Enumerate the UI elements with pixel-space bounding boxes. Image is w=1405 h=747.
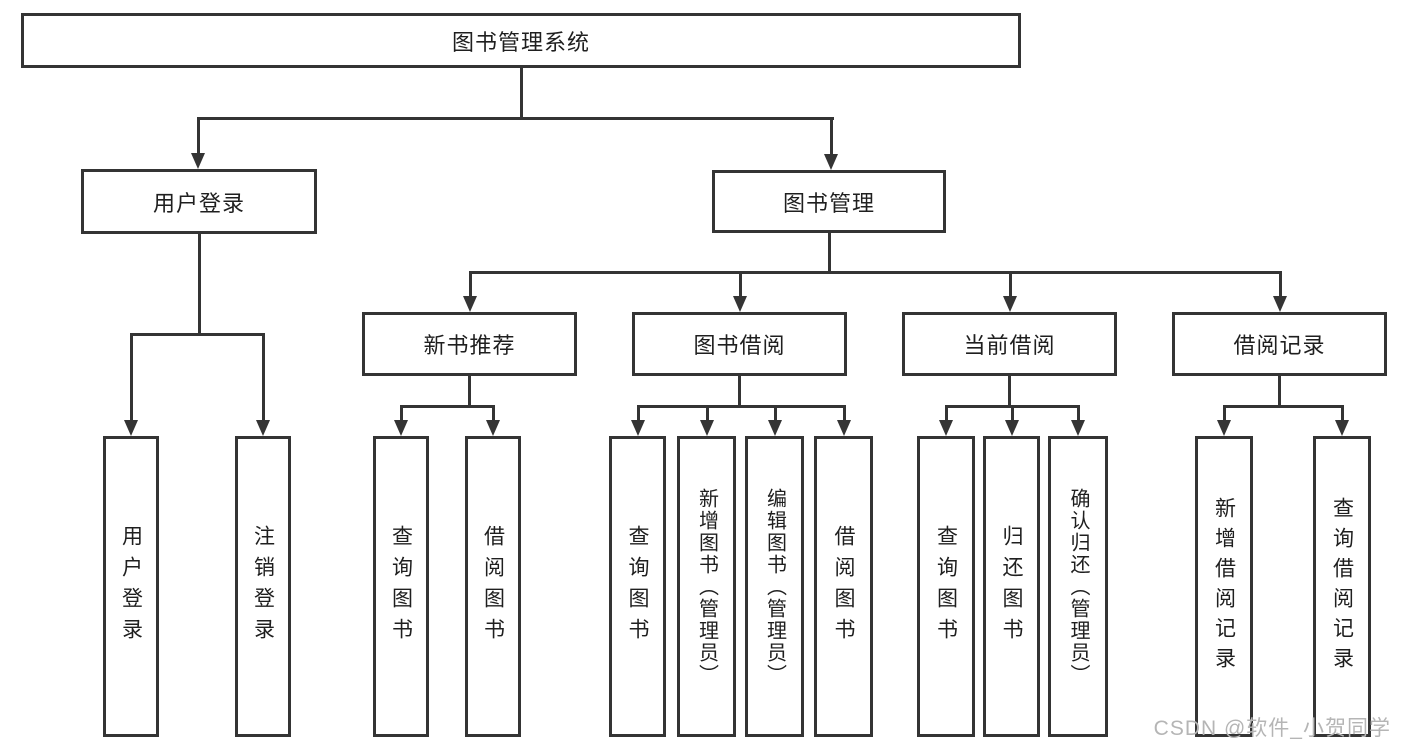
leaf-label: 用户登录 <box>119 524 143 649</box>
connector-userlogin-stem <box>198 234 201 333</box>
leaf-label: 确认归还（管理员） <box>1067 487 1089 686</box>
node-book-management: 图书管理 <box>712 170 946 233</box>
arrow-down-icon <box>1335 420 1349 436</box>
leaf-confirm-return-admin: 确认归还（管理员） <box>1048 436 1108 737</box>
leaf-borrow-book-recommend: 借阅图书 <box>465 436 521 737</box>
connector-shaft <box>1341 405 1344 420</box>
connector-shaft <box>1011 405 1014 420</box>
leaf-label: 查询图书 <box>934 524 958 649</box>
arrow-down-icon <box>486 420 500 436</box>
connector-shaft <box>1223 405 1226 420</box>
arrow-down-icon <box>939 420 953 436</box>
connector-shaft <box>843 405 846 420</box>
connector-bookmgmt-rail <box>469 271 1282 274</box>
node-user-login: 用户登录 <box>81 169 317 234</box>
arrow-down-icon <box>1005 420 1019 436</box>
connector-userlogin-leaf2-shaft <box>262 333 265 420</box>
connector-root-stem <box>520 68 523 117</box>
node-current-borrow: 当前借阅 <box>902 312 1117 376</box>
arrow-down-icon <box>768 420 782 436</box>
connector-borrowrecord-rail <box>1223 405 1343 408</box>
connector-shaft <box>400 405 403 420</box>
leaf-query-book-current: 查询图书 <box>917 436 975 737</box>
arrow-down-icon <box>256 420 270 436</box>
leaf-label: 新增借阅记录 <box>1212 496 1236 677</box>
connector-bookborrow-shaft <box>739 271 742 296</box>
arrow-down-icon <box>733 296 747 312</box>
leaf-label: 归还图书 <box>1000 524 1024 649</box>
node-book-borrow: 图书借阅 <box>632 312 847 376</box>
leaf-return-book: 归还图书 <box>983 436 1040 737</box>
arrow-down-icon <box>1217 420 1231 436</box>
leaf-add-borrow-record: 新增借阅记录 <box>1195 436 1253 737</box>
arrow-down-icon <box>1273 296 1287 312</box>
connector-currentborrow-stem <box>1008 376 1011 405</box>
leaf-add-book-admin: 新增图书（管理员） <box>677 436 736 737</box>
connector-currentborrow-shaft <box>1009 271 1012 296</box>
leaf-borrow-book: 借阅图书 <box>814 436 873 737</box>
connector-userlogin-rail <box>130 333 265 336</box>
leaf-label: 借阅图书 <box>481 524 505 649</box>
leaf-logout: 注销登录 <box>235 436 291 737</box>
leaf-label: 新增图书（管理员） <box>695 487 718 686</box>
connector-root-userlogin-shaft <box>197 117 200 153</box>
connector-root-bookmgmt-shaft <box>830 117 833 154</box>
leaf-label: 编辑图书（管理员） <box>763 487 786 686</box>
leaf-label: 查询图书 <box>626 524 650 649</box>
leaf-label: 查询图书 <box>389 524 413 649</box>
node-library-management-system: 图书管理系统 <box>21 13 1021 68</box>
connector-shaft <box>945 405 948 420</box>
arrow-down-icon <box>837 420 851 436</box>
arrow-down-icon <box>824 154 838 170</box>
arrow-down-icon <box>191 153 205 169</box>
arrow-down-icon <box>124 420 138 436</box>
connector-shaft <box>1077 405 1080 420</box>
arrow-down-icon <box>1071 420 1085 436</box>
connector-userlogin-leaf1-shaft <box>130 333 133 420</box>
connector-shaft <box>706 405 709 420</box>
connector-root-rail <box>198 117 834 120</box>
connector-bookmgmt-stem <box>828 233 831 271</box>
arrow-down-icon <box>631 420 645 436</box>
connector-newbook-rail <box>400 405 494 408</box>
connector-shaft <box>492 405 495 420</box>
connector-newbook-shaft <box>469 271 472 296</box>
arrow-down-icon <box>463 296 477 312</box>
leaf-edit-book-admin: 编辑图书（管理员） <box>745 436 804 737</box>
connector-borrowrecord-shaft <box>1279 271 1282 296</box>
connector-shaft <box>774 405 777 420</box>
leaf-label: 借阅图书 <box>832 524 856 649</box>
leaf-label: 注销登录 <box>251 524 275 649</box>
node-borrow-record: 借阅记录 <box>1172 312 1387 376</box>
leaf-query-book-borrow: 查询图书 <box>609 436 666 737</box>
connector-bookborrow-stem <box>738 376 741 405</box>
leaf-query-book-recommend: 查询图书 <box>373 436 429 737</box>
csdn-watermark: CSDN @软件_小贺同学 <box>1153 717 1391 740</box>
leaf-query-borrow-record: 查询借阅记录 <box>1313 436 1371 737</box>
leaf-label: 查询借阅记录 <box>1330 496 1354 677</box>
connector-bookborrow-rail <box>637 405 845 408</box>
arrow-down-icon <box>700 420 714 436</box>
connector-shaft <box>637 405 640 420</box>
arrow-down-icon <box>394 420 408 436</box>
node-new-book-recommend: 新书推荐 <box>362 312 577 376</box>
connector-newbook-stem <box>468 376 471 405</box>
arrow-down-icon <box>1003 296 1017 312</box>
connector-borrowrecord-stem <box>1278 376 1281 405</box>
leaf-user-login: 用户登录 <box>103 436 159 737</box>
